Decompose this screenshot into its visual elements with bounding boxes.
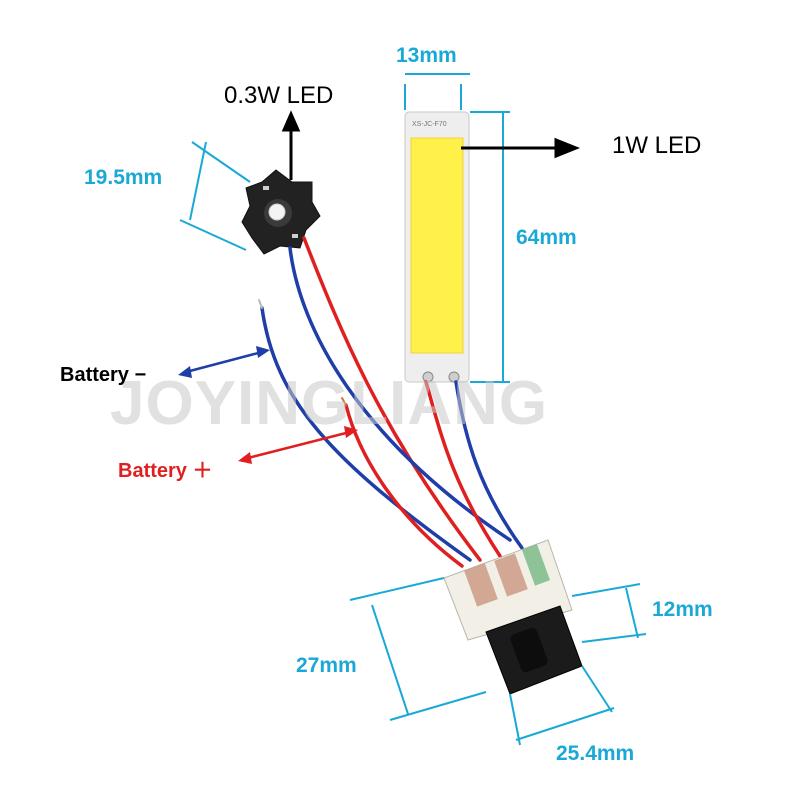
wire-red-star — [302, 236, 482, 562]
dimension-cob-length: 64mm — [516, 226, 577, 249]
wire-battery-negative — [260, 306, 472, 562]
dimension-switch-width: 25.4mm — [556, 742, 635, 765]
dimension-lines — [179, 73, 647, 746]
dimension-switch-depth: 12mm — [652, 598, 713, 621]
cob-led-board: XS-JC-F70 — [404, 111, 470, 383]
battery-neg-arrow-right-icon — [256, 346, 270, 358]
dimension-cob-width: 13mm — [396, 44, 457, 67]
dimension-star-size: 19.5mm — [84, 166, 163, 189]
cob-phosphor-area — [410, 137, 464, 354]
dimension-switch-height: 27mm — [296, 654, 357, 677]
label-battery-negative: Battery − — [60, 364, 147, 386]
battery-arrows — [178, 346, 358, 464]
wire-battery-positive — [344, 403, 464, 568]
label-battery-positive: Battery ＋ — [118, 460, 213, 482]
label-led-small: 0.3W LED — [224, 82, 334, 109]
watermark: JOYINGLIANG — [110, 369, 549, 438]
star-led — [241, 169, 321, 255]
battery-pos-arrow-left-icon — [238, 452, 252, 464]
wire-blue-cob — [454, 380, 524, 550]
battery-neg-arrow-left-icon — [178, 366, 192, 378]
cob-pad-right — [448, 371, 460, 383]
arrow-right-icon — [554, 137, 581, 159]
cob-pad-left — [422, 371, 434, 383]
wire-blue-star — [288, 246, 512, 542]
callout-arrows — [281, 110, 581, 180]
switch-button — [510, 627, 548, 673]
switch-module — [443, 539, 583, 695]
wires — [258, 236, 524, 568]
label-led-large: 1W LED — [612, 132, 702, 159]
wire-red-cob — [424, 380, 502, 558]
arrow-up-icon — [281, 110, 301, 132]
cob-marking: XS-JC-F70 — [412, 121, 447, 128]
battery-pos-arrow-right-icon — [344, 426, 358, 438]
